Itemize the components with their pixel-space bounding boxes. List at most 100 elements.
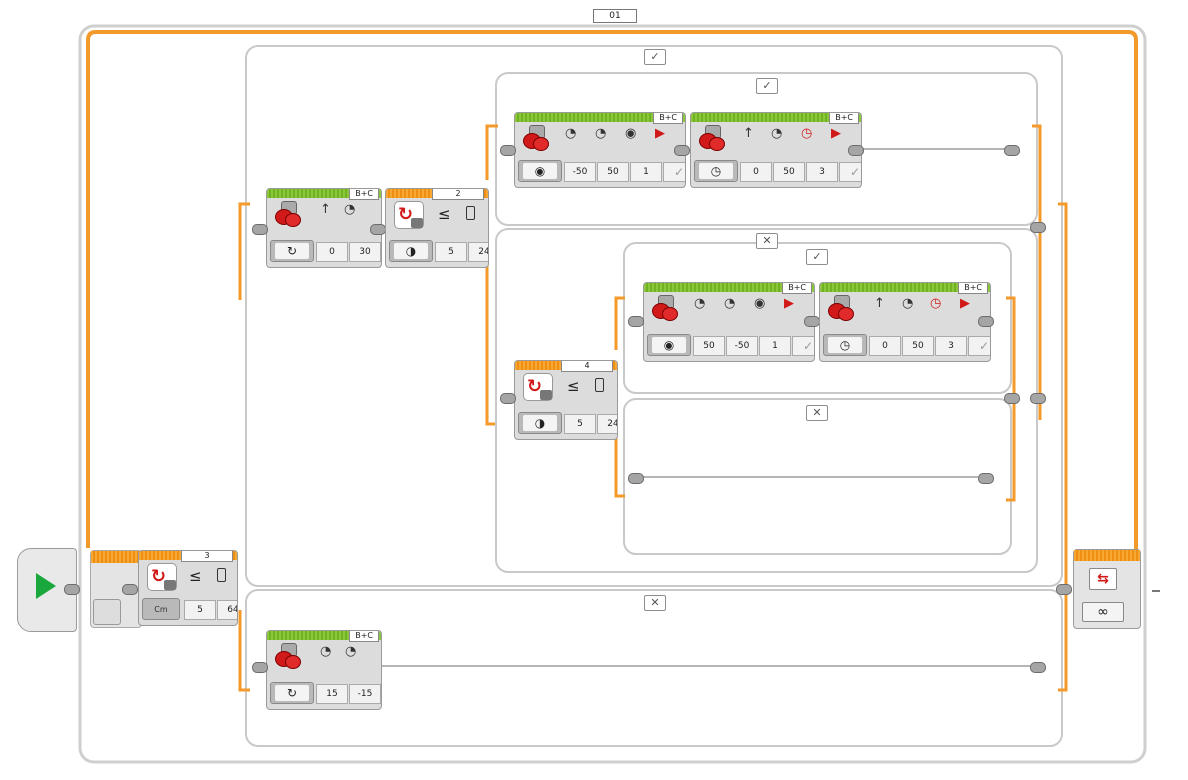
left-power-icon: ◔ (320, 644, 332, 659)
port-label[interactable]: B+C (349, 631, 379, 642)
sequence-connector[interactable] (252, 224, 268, 235)
value-field[interactable]: 24 (468, 242, 488, 262)
sequence-connector[interactable] (628, 316, 644, 327)
value-field[interactable]: -50 (726, 336, 758, 356)
left-power-icon: ◔ (565, 126, 577, 141)
switch-sensor-block[interactable]: 4 ↻ ≤ ◑ 5 24 (514, 360, 618, 440)
value-field[interactable]: 0 (869, 336, 901, 356)
move-tank-block[interactable]: B+C ◔ ◔ ↻ 15 -15 (266, 630, 382, 710)
mode-selector[interactable]: ◷ (823, 334, 867, 356)
sequence-connector[interactable] (1030, 393, 1046, 404)
port-label[interactable]: B+C (653, 113, 683, 124)
motor-icon (828, 295, 854, 321)
value-field[interactable]: 64 (217, 600, 237, 620)
start-block[interactable] (17, 548, 77, 632)
mode-selector[interactable]: Cm (142, 598, 180, 620)
port-label[interactable]: 4 (561, 361, 613, 372)
move-steering-block[interactable]: B+C ↑ ◔ ↻ 0 30 (266, 188, 382, 268)
value-field[interactable]: 15 (316, 684, 348, 704)
value-field[interactable]: 50 (693, 336, 725, 356)
sequence-connector[interactable] (500, 145, 516, 156)
brake-icon: ▶ (655, 126, 665, 141)
mode-selector[interactable]: ◉ (518, 160, 562, 182)
value-field[interactable]: 0 (740, 162, 772, 182)
mode-selector[interactable]: ◑ (389, 240, 433, 262)
port-label[interactable]: 3 (181, 551, 233, 562)
sequence-connector[interactable] (1030, 662, 1046, 673)
brake-icon: ▶ (784, 296, 794, 311)
sequence-connector[interactable] (804, 316, 820, 327)
play-icon[interactable] (36, 573, 56, 599)
value-field[interactable]: 1 (759, 336, 791, 356)
sequence-connector[interactable] (978, 473, 994, 484)
left-power-icon: ◔ (694, 296, 706, 311)
mode-selector[interactable]: ◷ (694, 160, 738, 182)
value-field[interactable]: 50 (597, 162, 629, 182)
brake-toggle[interactable]: ✓ (968, 336, 990, 356)
on-icon: ↻ (275, 685, 309, 701)
move-steering-block[interactable]: B+C ↑ ◔ ◷ ▶ ◷ 0 50 3 ✓ (819, 282, 991, 362)
value-field[interactable]: 50 (773, 162, 805, 182)
sequence-connector[interactable] (1004, 145, 1020, 156)
mode-selector[interactable]: ↻ (270, 240, 314, 262)
sensor-mode-icon: ◑ (523, 415, 557, 431)
value-field[interactable]: 5 (564, 414, 596, 434)
steering-icon: ↑ (743, 126, 754, 141)
sequence-connector[interactable] (370, 224, 386, 235)
value-field[interactable]: 30 (349, 242, 381, 262)
sequence-connector[interactable] (674, 145, 690, 156)
motor-icon (523, 125, 549, 151)
move-tank-block[interactable]: B+C ◔ ◔ ◉ ▶ ◉ -50 50 1 ✓ (514, 112, 686, 188)
port-label[interactable]: 2 (432, 189, 484, 200)
power-icon: ◔ (344, 202, 356, 217)
value-field[interactable]: 0 (316, 242, 348, 262)
value-field[interactable]: 3 (806, 162, 838, 182)
rotations-icon: ◉ (754, 296, 766, 311)
sequence-connector[interactable] (1056, 584, 1072, 595)
case-true-tab[interactable]: ✓ (756, 78, 778, 94)
value-field[interactable]: 5 (435, 242, 467, 262)
brake-toggle[interactable]: ✓ (663, 162, 685, 182)
sequence-connector[interactable] (122, 584, 138, 595)
case-true-tab[interactable]: ✓ (644, 49, 666, 65)
port-label[interactable]: B+C (782, 283, 812, 294)
value-field[interactable]: -15 (349, 684, 381, 704)
sequence-connector[interactable] (252, 662, 268, 673)
sequence-connector[interactable] (1004, 393, 1020, 404)
sequence-connector[interactable] (628, 473, 644, 484)
move-steering-block[interactable]: B+C ↑ ◔ ◷ ▶ ◷ 0 50 3 ✓ (690, 112, 862, 188)
seconds-mode-icon: ◷ (828, 337, 862, 353)
value-field[interactable]: 50 (902, 336, 934, 356)
port-label[interactable]: B+C (349, 189, 379, 200)
value-field[interactable]: -50 (564, 162, 596, 182)
case-false-tab[interactable]: ✕ (756, 233, 778, 249)
mode-selector[interactable]: ◑ (518, 412, 562, 434)
brake-toggle[interactable]: ✓ (792, 336, 814, 356)
loop-handle[interactable] (93, 599, 121, 625)
case-false-tab[interactable]: ✕ (806, 405, 828, 421)
sequence-connector[interactable] (500, 393, 516, 404)
value-field[interactable]: 1 (630, 162, 662, 182)
switch-sensor-block[interactable]: 2 ↻ ≤ ◑ 5 24 (385, 188, 489, 268)
value-field[interactable]: 5 (184, 600, 216, 620)
switch-ultrasonic-block[interactable]: 3 ↻ ≤ Cm 5 64 (138, 550, 238, 626)
sequence-connector[interactable] (848, 145, 864, 156)
value-field[interactable]: 3 (935, 336, 967, 356)
switch-sensor-icon: ↻ (394, 201, 424, 229)
loop-name-label[interactable]: 01 (593, 9, 637, 23)
port-label[interactable]: B+C (958, 283, 988, 294)
loop-start-block[interactable] (90, 550, 142, 628)
sequence-connector[interactable] (978, 316, 994, 327)
mode-selector[interactable]: ◉ (647, 334, 691, 356)
case-false-tab[interactable]: ✕ (644, 595, 666, 611)
sequence-connector[interactable] (64, 584, 80, 595)
case-true-tab[interactable]: ✓ (806, 249, 828, 265)
mode-selector[interactable]: ↻ (270, 682, 314, 704)
loop-end-block[interactable]: ⇆ ∞ (1073, 549, 1141, 629)
value-field[interactable]: 24 (597, 414, 617, 434)
sequence-connector[interactable] (1030, 222, 1046, 233)
brake-toggle[interactable]: ✓ (839, 162, 861, 182)
port-label[interactable]: B+C (829, 113, 859, 124)
loop-mode-selector[interactable]: ∞ (1082, 602, 1124, 622)
move-tank-block[interactable]: B+C ◔ ◔ ◉ ▶ ◉ 50 -50 1 ✓ (643, 282, 815, 362)
